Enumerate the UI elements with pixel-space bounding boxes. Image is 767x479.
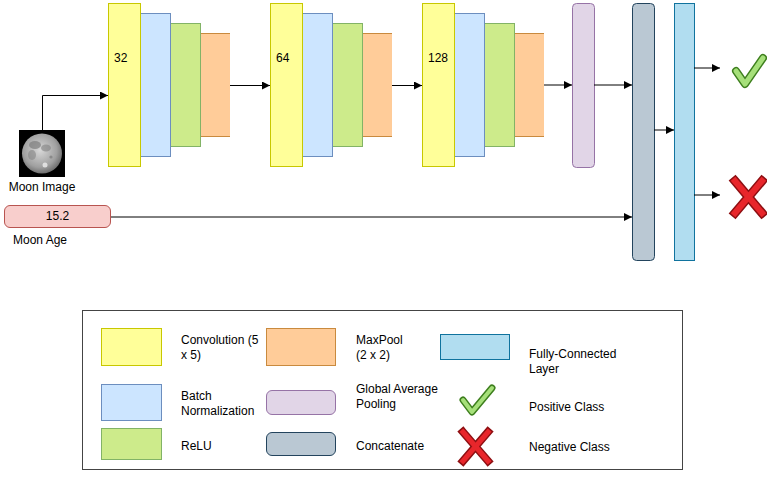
node-label: Moon Image (0, 180, 95, 195)
relu-layer (333, 24, 363, 147)
legend-label: MaxPool (2 x 2) (356, 333, 412, 363)
cross-mark (735, 181, 762, 213)
cross-mark-outline (735, 181, 762, 213)
layer-block: 128 (422, 3, 544, 167)
batch-norm-layer (455, 14, 485, 157)
convolution-layer (423, 4, 455, 167)
global-average-pooling-layer (573, 4, 595, 168)
legend-swatch (101, 328, 162, 366)
flow-arrow (544, 85, 572, 86)
input-image: Moon Image (19, 130, 65, 177)
legend-frame (83, 311, 683, 470)
legend-swatch (101, 428, 162, 460)
legend-check-mark (463, 388, 492, 412)
maxpool-layer (515, 34, 545, 137)
batch-norm-layer (303, 14, 333, 157)
legend-cross-outline (463, 432, 488, 461)
maxpool-layer (201, 34, 231, 137)
legend-swatch (440, 334, 510, 360)
legend-label: Concatenate (356, 439, 451, 454)
node-label: 32 (114, 51, 127, 66)
connector-arrow (43, 96, 109, 131)
flow-arrow (111, 217, 632, 218)
node-label: 128 (428, 51, 448, 66)
legend-swatch (266, 432, 336, 456)
relu-layer (171, 24, 201, 147)
input-value-box: 15.2Moon Age (4, 205, 111, 228)
legend-label: Fully-Connected Layer (529, 347, 629, 377)
legend-cross-mark (463, 432, 488, 461)
legend-label: Positive Class (529, 400, 649, 415)
node-label: 15.2 (5, 209, 110, 224)
flow-arrow (594, 85, 632, 86)
layer-block: 64 (270, 3, 392, 167)
convolution-layer (271, 4, 303, 167)
legend-label: ReLU (181, 439, 259, 454)
connector-arrow (392, 85, 422, 86)
legend-swatch (101, 384, 162, 421)
check-mark (736, 58, 763, 84)
layer-stack (422, 3, 544, 167)
legend-swatch (266, 328, 336, 366)
connector-arrow (230, 85, 270, 86)
fully-connected-layer (675, 4, 695, 261)
legend-label: Convolution (5 x 5) (181, 333, 259, 363)
maxpool-layer (363, 34, 393, 137)
layer-block: 32 (108, 3, 230, 167)
node-label: 64 (276, 51, 289, 66)
convolution-layer (109, 4, 141, 167)
legend-check-outline (463, 388, 492, 412)
concatenate-layer (633, 4, 655, 261)
flow-arrow (694, 195, 720, 196)
flow-arrow (694, 68, 720, 69)
relu-layer (485, 24, 515, 147)
layer-stack (108, 3, 230, 167)
legend-label: Global Average Pooling (356, 382, 451, 412)
node-caption: Moon Age (13, 233, 67, 248)
batch-norm-layer (141, 14, 171, 157)
legend-label: Negative Class (529, 440, 649, 455)
legend-label: Batch Normalization (181, 389, 259, 419)
legend-swatch (266, 390, 336, 415)
layer-stack (270, 3, 392, 167)
check-mark-outline (736, 58, 763, 84)
flow-arrow (654, 130, 674, 131)
